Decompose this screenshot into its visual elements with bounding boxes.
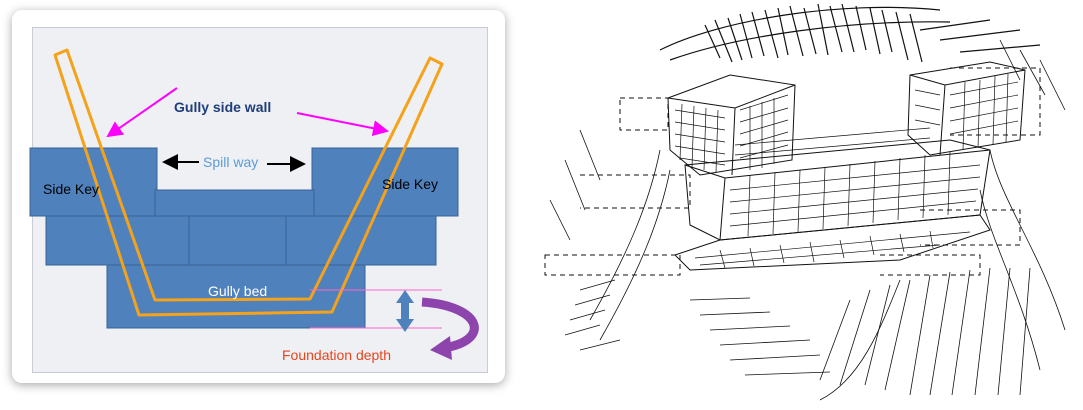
foundation-depth-label: Foundation depth	[282, 347, 391, 363]
gabion-sketch-panel	[520, 0, 1080, 405]
gully-side-wall-label: Gully side wall	[174, 99, 271, 115]
middle-block-center	[188, 215, 287, 266]
side-wall-pointer-left	[106, 87, 178, 138]
bank-hatching	[549, 39, 1066, 401]
gabion-box-right	[907, 61, 1026, 156]
gabion-check-dam-sketch-icon	[544, 3, 1066, 401]
diagram-panel: Gully side wall Spill way Side Key Side …	[12, 10, 505, 383]
side-key-left-block	[29, 147, 158, 217]
check-dam-cross-section: Gully side wall Spill way Side Key Side …	[29, 48, 479, 363]
gabion-row-center	[684, 127, 991, 241]
foundation-depth-double-arrow	[396, 290, 414, 332]
side-key-left-label: Side Key	[43, 181, 99, 197]
spill-way-label: Spill way	[203, 154, 258, 170]
gabion-apron	[674, 214, 991, 271]
middle-block-right	[285, 215, 437, 266]
side-key-right-label: Side Key	[382, 176, 438, 192]
middle-block-left	[45, 215, 190, 266]
gabion-box-left	[667, 74, 796, 176]
spillway-block	[154, 189, 315, 217]
gully-outline	[53, 48, 444, 317]
foundation-curved-arrow	[421, 297, 479, 360]
gully-bed-label: Gully bed	[208, 283, 267, 299]
grass-hatching	[659, 3, 1041, 63]
buried-structure-outline	[544, 67, 1041, 276]
side-wall-pointer-right	[296, 112, 389, 137]
